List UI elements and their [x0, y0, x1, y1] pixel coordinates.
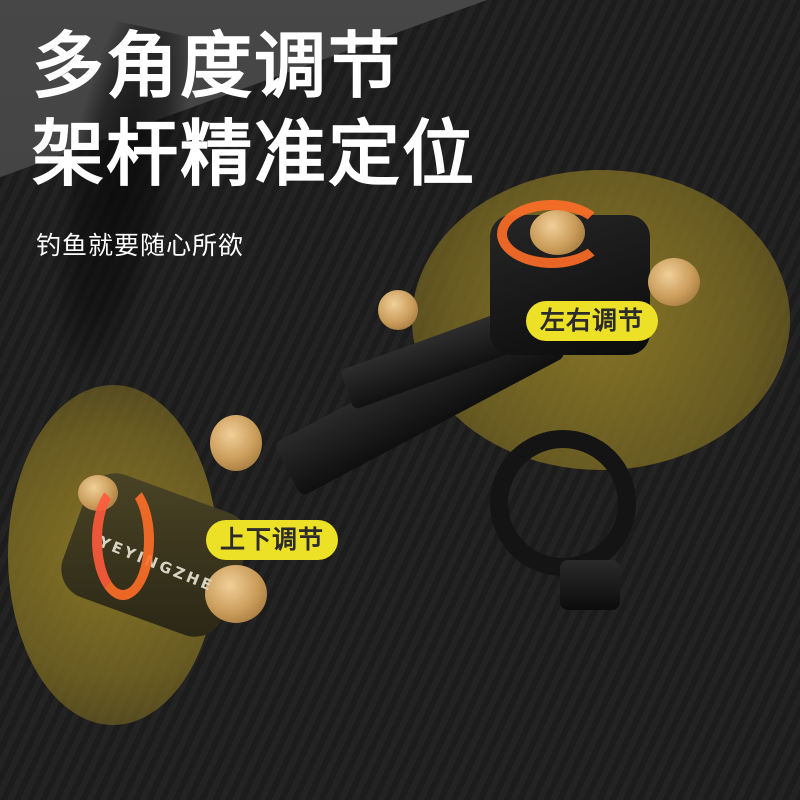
pipe-clamp: [490, 430, 636, 576]
brass-knob-icon: [210, 415, 262, 471]
callout-left-right-adjust: 左右调节: [526, 301, 659, 341]
brass-knob-icon: [648, 258, 700, 306]
brass-knob-icon: [205, 565, 267, 623]
headline-line-1: 多角度调节: [32, 24, 403, 108]
headline-line-2: 架杆精准定位: [32, 112, 477, 196]
clamp-lock-handle: [560, 560, 620, 610]
callout-up-down-adjust: 上下调节: [206, 520, 339, 560]
horizontal-rotate-arrow-icon: [497, 200, 607, 268]
brass-knob-icon: [378, 290, 418, 330]
headline: 多角度调节 架杆精准定位: [32, 22, 476, 198]
vertical-rotate-arrow-icon: [92, 480, 154, 600]
subtitle: 钓鱼就要随心所欲: [36, 231, 245, 260]
